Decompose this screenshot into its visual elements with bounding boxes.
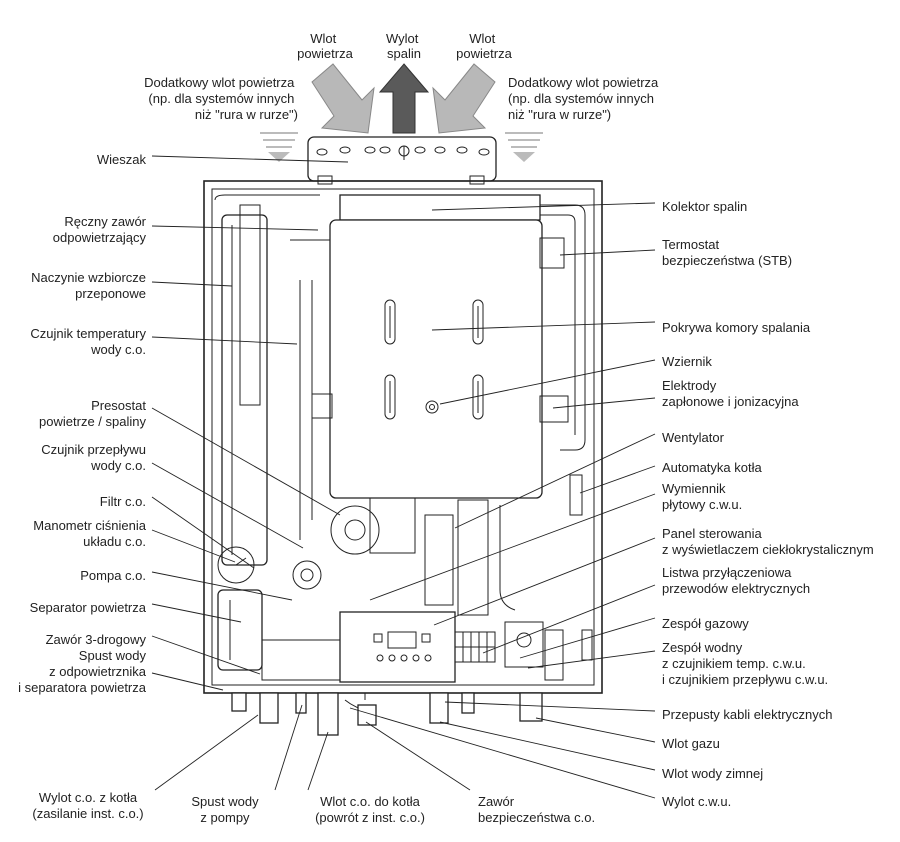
extra-inlet-right-label: Dodatkowy wlot powietrza (np. dla system… [508,75,662,122]
right_labels-label-12: Przepusty kabli elektrycznych [662,707,833,722]
top-labels: Wlot powietrza Wylot spalin Wlot powietr… [144,31,662,122]
control-panel [339,611,456,683]
right_labels-label-2: Pokrywa komory spalania [662,320,811,335]
pump [292,560,322,590]
left_labels-label-9: Separator powietrza [30,600,147,615]
left_labels-label-0: Wieszak [97,152,147,167]
air-inlet-arrow-right [432,63,496,134]
right_labels-label-15: Wylot c.w.u. [662,794,731,809]
leader-lines [151,155,656,799]
boiler-body [203,136,603,736]
right_labels-label-14: Wlot wody zimnej [662,766,763,781]
fan [330,505,380,555]
bottom_labels-label-0: Wylot c.o. z kotła(zasilanie inst. c.o.) [32,790,143,821]
right_labels-label-10: Zespół gazowy [662,616,749,631]
extra-inlet-arrow-right [505,132,543,162]
air-inlet-arrow-left [311,63,375,134]
extra-inlet-left-label: Dodatkowy wlot powietrza (np. dla system… [144,75,298,122]
flue-outlet-label: Wylot spalin [386,31,422,61]
bottom-connections [231,692,543,736]
extra-inlet-arrow-left [260,132,298,162]
manometer [217,546,255,584]
left_labels-label-6: Filtr c.o. [100,494,146,509]
gas-valve [504,621,544,668]
left_labels-label-8: Pompa c.o. [80,568,146,583]
air-inlet-left-label: Wlot powietrza [297,31,353,61]
bottom-labels: Wylot c.o. z kotła(zasilanie inst. c.o.)… [32,790,595,825]
flue-outlet-arrow [378,63,430,134]
air-inlet-right-label: Wlot powietrza [456,31,512,61]
left_labels-label-10: Zawór 3-drogowy [46,632,147,647]
right_labels-label-0: Kolektor spalin [662,199,747,214]
terminal-strip [454,631,496,663]
right_labels-label-5: Wentylator [662,430,725,445]
hanger-bracket [307,136,497,182]
right_labels-label-6: Automatyka kotła [662,460,762,475]
right_labels-label-3: Wziernik [662,354,712,369]
bottom_labels-label-2: Wlot c.o. do kotła(powrót z inst. c.o.) [315,794,425,825]
sight-glass [425,400,439,414]
right_labels-label-13: Wlot gazu [662,736,720,751]
